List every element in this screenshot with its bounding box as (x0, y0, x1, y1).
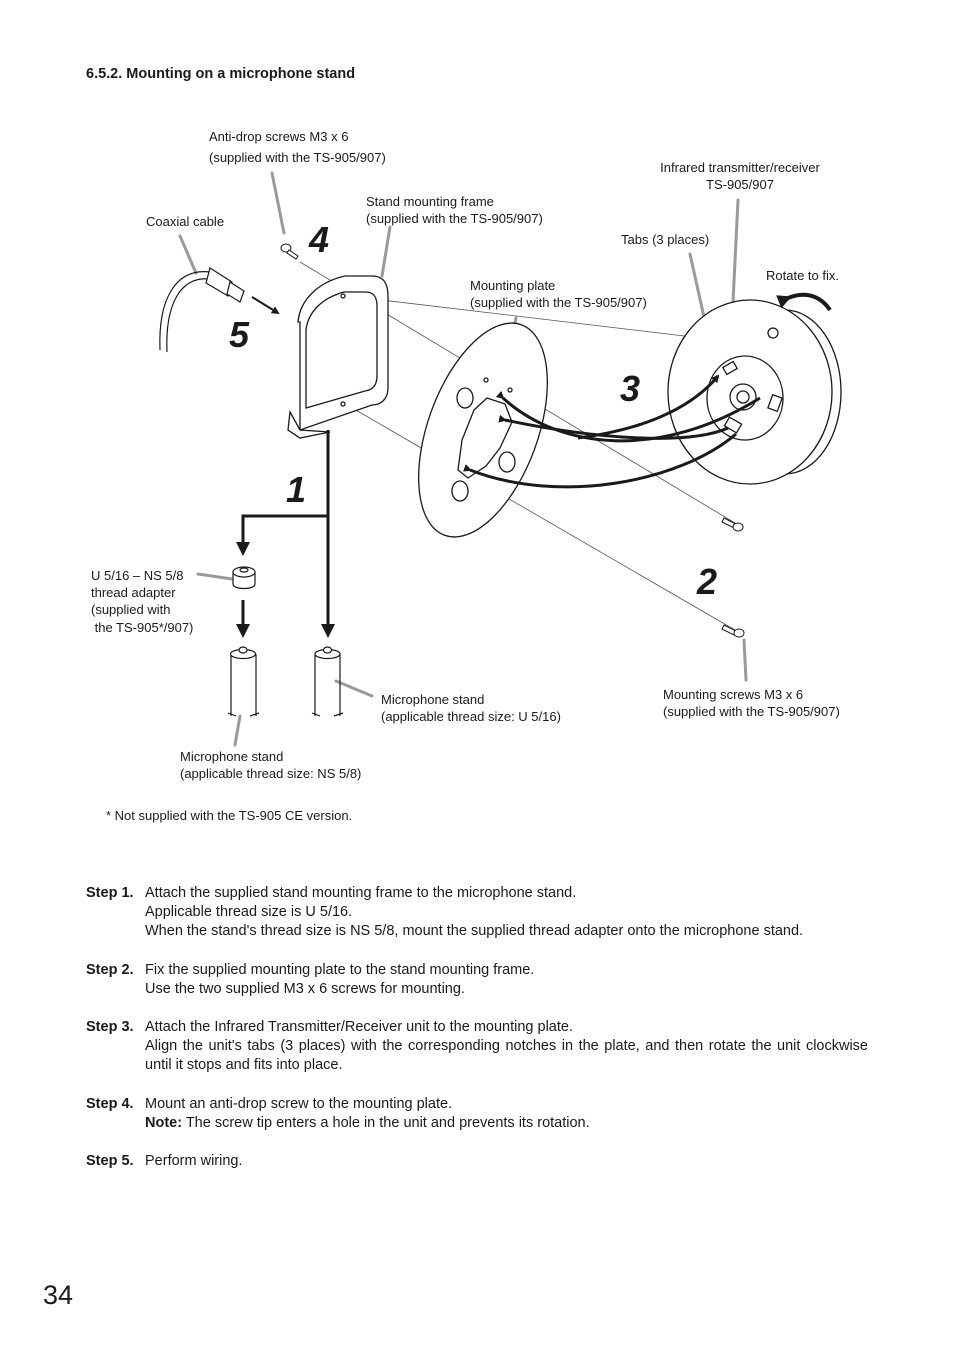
step-item: Step 2. Fix the supplied mounting plate … (86, 961, 868, 999)
step-line: Fix the supplied mounting plate to the s… (145, 961, 535, 978)
label-ir-unit: Infrared transmitter/receiver (660, 160, 820, 175)
step-body: Attach the Infrared Transmitter/Receiver… (145, 1018, 868, 1076)
infrared-unit-drawing (667, 299, 842, 485)
label-rotate: Rotate to fix. (766, 268, 839, 283)
step-item: Step 5. Perform wiring. (86, 1152, 868, 1171)
label-ir-unit-model: TS-905/907 (706, 177, 774, 192)
label-thread-adapter-3: (supplied with (91, 602, 171, 617)
coaxial-cable-drawing (159, 267, 280, 353)
label-coaxial-cable: Coaxial cable (146, 214, 225, 229)
label-mic-stand-u: Microphone stand (381, 692, 485, 707)
step-item: Step 4. Mount an anti-drop screw to the … (86, 1095, 868, 1133)
step-note: Note: The screw tip enters a hole in the… (145, 1114, 868, 1133)
diagram-step-3: 3 (620, 368, 641, 409)
step-line: Attach the Infrared Transmitter/Receiver… (145, 1019, 573, 1036)
stand-mounting-frame-drawing (287, 275, 389, 439)
step-body: Perform wiring. (145, 1152, 868, 1171)
note-text: The screw tip enters a hole in the unit … (182, 1114, 590, 1131)
mounting-screws-drawing (721, 517, 745, 638)
diagram-step-2: 2 (697, 561, 718, 602)
step-line: Align the unit's tabs (3 places) with th… (145, 1038, 868, 1074)
mounting-plate-drawing (418, 322, 548, 538)
step-key: Step 1. (86, 885, 134, 901)
label-thread-adapter-1: U 5/16 – NS 5/8 (91, 568, 184, 583)
diagram-step-4: 4 (309, 219, 330, 260)
label-thread-adapter-4: the TS-905*/907) (91, 620, 194, 635)
step-line: Mount an anti-drop screw to the mounting… (145, 1095, 453, 1112)
step-body: Fix the supplied mounting plate to the s… (145, 961, 868, 999)
step-body: Attach the supplied stand mounting frame… (145, 884, 868, 942)
step-key: Step 4. (86, 1095, 134, 1112)
step-key: Step 3. (86, 1019, 134, 1036)
label-anti-drop-screws-note: (supplied with the TS-905/907) (209, 150, 386, 165)
diagram-step-5: 5 (229, 314, 250, 355)
label-mounting-plate: Mounting plate (470, 278, 556, 293)
page-number: 34 (43, 1280, 74, 1310)
label-tabs: Tabs (3 places) (621, 232, 710, 247)
step1-arrows (236, 430, 335, 638)
step-item: Step 3. Attach the Infrared Transmitter/… (86, 1018, 868, 1076)
rotate-arrow (776, 292, 832, 312)
label-mounting-screws: Mounting screws M3 x 6 (663, 687, 804, 702)
step-list: Step 1. Attach the supplied stand mounti… (86, 884, 868, 1190)
label-mic-stand-ns-thread: (applicable thread size: NS 5/8) (180, 766, 362, 781)
thread-adapter-drawing (232, 566, 256, 590)
label-mounting-plate-note: (supplied with the TS-905/907) (470, 295, 647, 310)
label-mic-stand-u-thread: (applicable thread size: U 5/16) (381, 709, 561, 724)
label-stand-mounting-frame-note: (supplied with the TS-905/907) (366, 211, 543, 226)
label-thread-adapter-2: thread adapter (91, 585, 176, 600)
step-line: Perform wiring. (145, 1153, 243, 1170)
step-body: Mount an anti-drop screw to the mounting… (145, 1095, 868, 1133)
step-line: Applicable thread size is U 5/16. (145, 904, 353, 921)
step-key: Step 2. (86, 961, 134, 978)
microphone-stands-drawing (227, 646, 344, 717)
tab-alignment-arrows (462, 374, 761, 489)
label-anti-drop-screws: Anti-drop screws M3 x 6 (209, 129, 349, 144)
note-key: Note: (145, 1114, 183, 1131)
diagram-step-1: 1 (286, 469, 307, 510)
footnote: * Not supplied with the TS-905 CE versio… (106, 808, 353, 823)
section-heading: 6.5.2. Mounting on a microphone stand (86, 66, 356, 82)
label-mounting-screws-note: (supplied with the TS-905/907) (663, 704, 840, 719)
label-mic-stand-ns: Microphone stand (180, 749, 284, 764)
step-line: Attach the supplied stand mounting frame… (145, 885, 577, 901)
anti-drop-screw-drawing (280, 243, 299, 260)
step-line: Use the two supplied M3 x 6 screws for m… (145, 980, 465, 997)
step-line: When the stand's thread size is NS 5/8, … (145, 923, 804, 940)
step-item: Step 1. Attach the supplied stand mounti… (86, 884, 868, 942)
step-key: Step 5. (86, 1153, 134, 1170)
label-stand-mounting-frame: Stand mounting frame (366, 194, 494, 209)
